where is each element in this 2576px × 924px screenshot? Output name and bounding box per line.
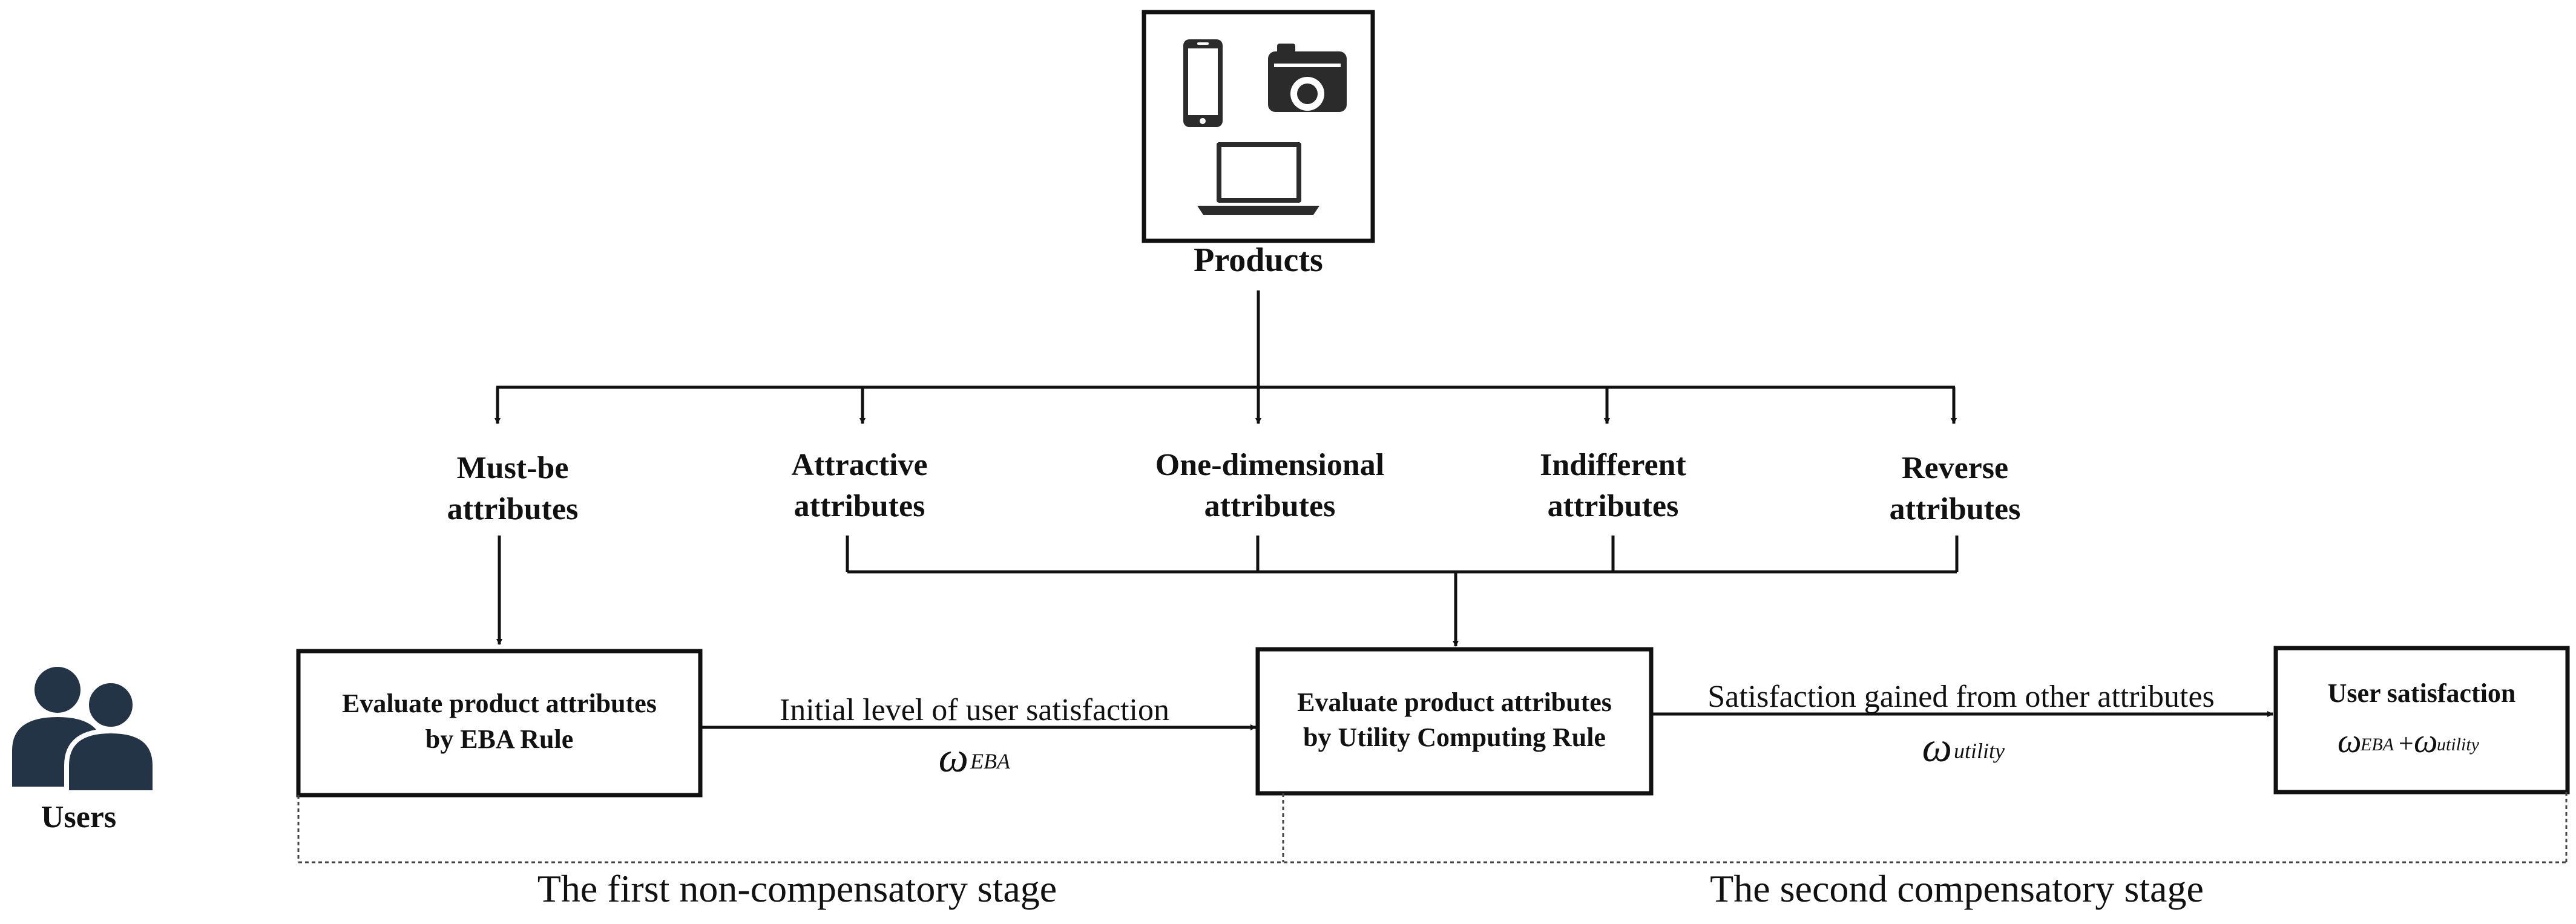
svg-text:EBA: EBA: [2360, 735, 2394, 755]
svg-text:by EBA Rule: by EBA Rule: [426, 724, 574, 754]
products-tree-connectors: [494, 290, 1957, 424]
svg-text:Must-be: Must-be: [457, 451, 569, 485]
omega-utility-symbol: ω: [1922, 724, 1952, 771]
attribute-one-dimensional: One-dimensional attributes: [1155, 448, 1385, 523]
user-satisfaction-title: User satisfaction: [2328, 678, 2516, 708]
omega-utility-subscript: utility: [1954, 739, 2005, 763]
svg-text:attributes: attributes: [1548, 489, 1679, 523]
initial-satisfaction-label: Initial level of user satisfaction: [780, 693, 1169, 727]
omega-eba-symbol: ω: [939, 735, 968, 781]
eba-rule-box: Evaluate product attributes by EBA Rule: [296, 649, 703, 798]
second-stage-label: The second compensatory stage: [1710, 867, 2204, 910]
svg-text:Evaluate product attributes: Evaluate product attributes: [342, 689, 657, 718]
svg-text:ω: ω: [2338, 722, 2362, 760]
svg-text:ω: ω: [2414, 722, 2438, 760]
users-label: Users: [41, 800, 116, 834]
user-satisfaction-box: User satisfaction ω EBA + ω utility: [2273, 646, 2570, 795]
svg-text:Attractive: Attractive: [791, 448, 927, 482]
laptop-icon: [1197, 142, 1319, 215]
svg-text:+: +: [2397, 729, 2415, 758]
attribute-must-be: Must-be attributes: [447, 451, 579, 526]
utility-rule-box: Evaluate product attributes by Utility C…: [1255, 647, 1654, 796]
products-label: Products: [1194, 241, 1323, 279]
svg-text:Evaluate product attributes: Evaluate product attributes: [1297, 687, 1612, 717]
other-attributes-connector: [846, 536, 1959, 647]
satisfaction-formula: ω EBA + ω utility: [2338, 722, 2480, 760]
svg-text:attributes: attributes: [447, 492, 579, 526]
gained-satisfaction-label: Satisfaction gained from other attribute…: [1707, 680, 2215, 714]
stage-brackets: [297, 792, 2568, 863]
attribute-indifferent: Indifferent attributes: [1540, 448, 1686, 523]
attribute-reverse: Reverse attributes: [1890, 451, 2021, 526]
svg-text:attributes: attributes: [1890, 492, 2021, 526]
smartphone-icon: [1183, 39, 1223, 127]
svg-text:attributes: attributes: [1204, 489, 1336, 523]
camera-icon: [1268, 44, 1347, 112]
svg-text:by Utility Computing Rule: by Utility Computing Rule: [1303, 722, 1606, 752]
svg-text:Reverse: Reverse: [1902, 451, 2008, 485]
svg-text:Indifferent: Indifferent: [1540, 448, 1686, 482]
attribute-attractive: Attractive attributes: [791, 448, 927, 523]
omega-eba-subscript: EBA: [970, 749, 1011, 773]
svg-text:One-dimensional: One-dimensional: [1155, 448, 1385, 482]
products-box: Products: [1142, 10, 1375, 279]
first-stage-label: The first non-compensatory stage: [537, 867, 1057, 910]
users-icon: [12, 667, 157, 795]
svg-text:utility: utility: [2437, 735, 2480, 755]
svg-text:attributes: attributes: [794, 489, 925, 523]
